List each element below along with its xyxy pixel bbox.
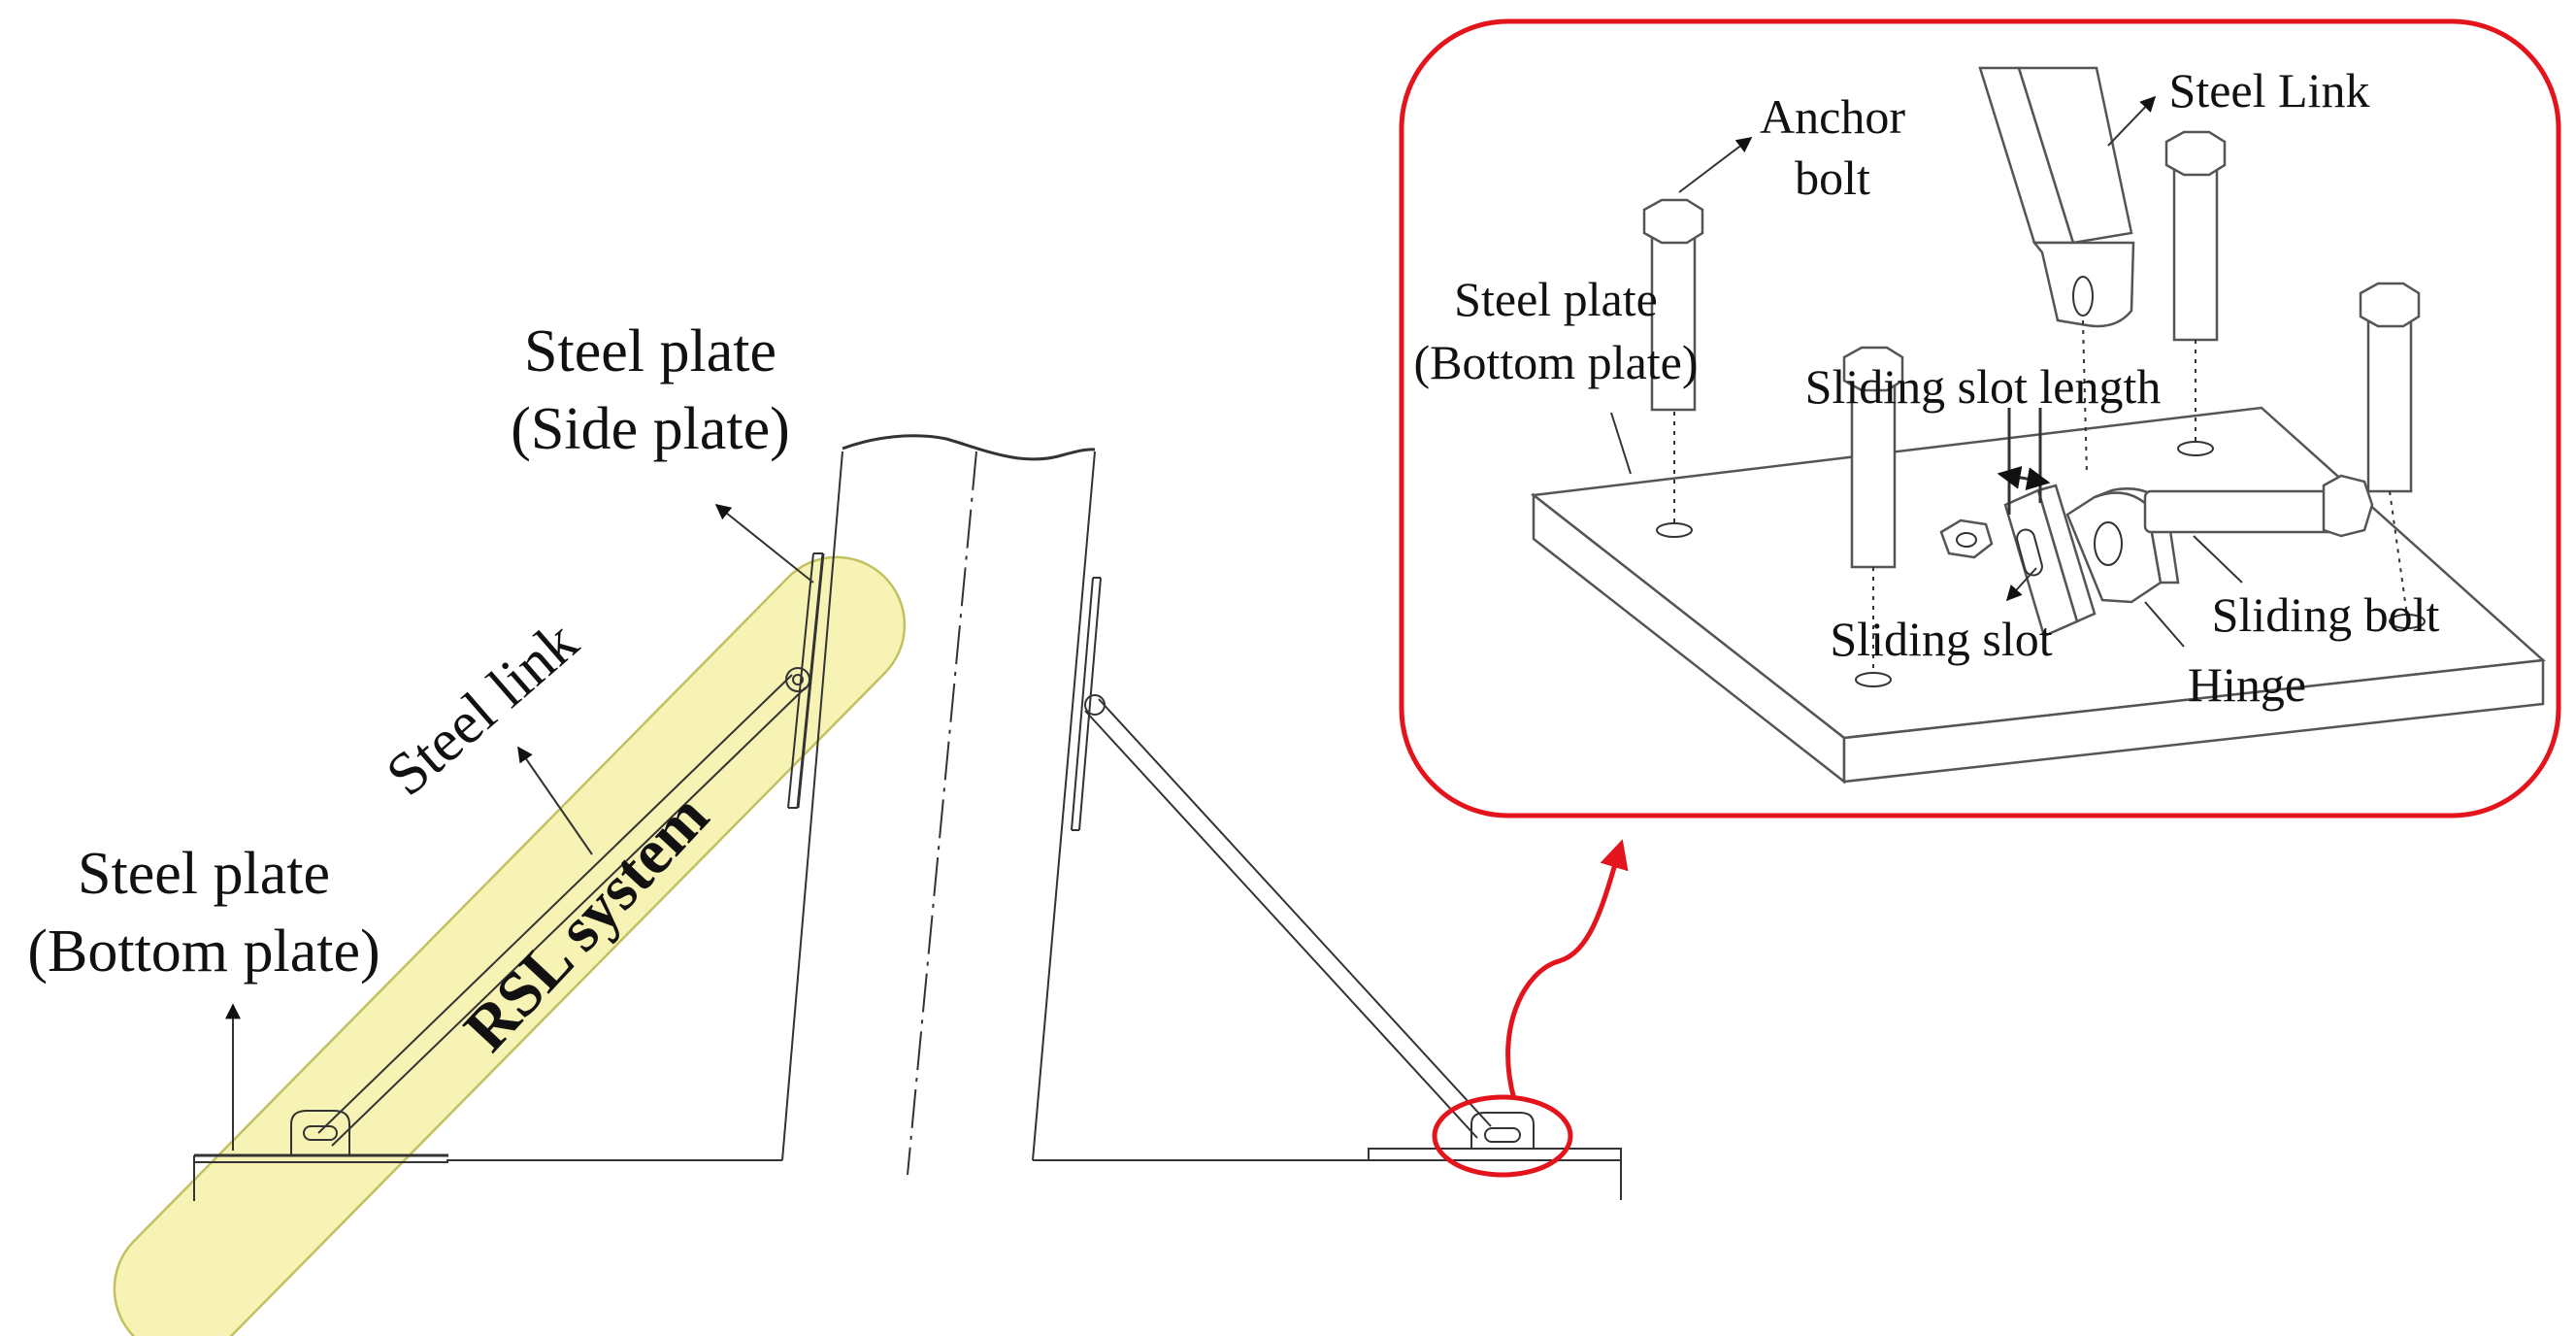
break-line [842,434,1096,461]
anchor-bolt-2 [1842,346,1904,674]
steel-link-leader [2107,95,2157,147]
callout-arrow [1505,839,1629,1100]
steel-link-label: Steel link [375,609,591,809]
center-line [907,451,977,1176]
detail-steel-link-label: Steel Link [2169,63,2370,117]
side-plate-arrow [714,504,814,584]
detail-steel-link [1978,66,2135,477]
bottom-plate-label-line1: Steel plate [78,841,330,907]
detail-bottom-plate-label-line1: Steel plate [1454,272,1658,326]
detail-view: Anchor bolt Steel Link Steel plate (Bott… [1399,18,2561,818]
sliding-slot-leader [2005,567,2037,602]
anchor-bolt-label-line2: bolt [1795,150,1870,205]
bottom-plate-leader [1610,412,1632,475]
hinge-label: Hinge [2188,657,2306,712]
side-plate-label-line1: Steel plate [524,318,776,384]
detail-bottom-plate-label-line2: (Bottom plate) [1414,335,1699,389]
bottom-plate-label-line2: (Bottom plate) [27,918,380,985]
callout-ellipse [1432,1094,1573,1178]
sliding-slot-label: Sliding slot [1830,612,2052,666]
sliding-bolt-leader [2193,535,2243,584]
main-view: Steel plate (Side plate) Steel link Stee… [27,318,1629,1336]
anchor-bolt-1 [1642,198,1704,524]
anchor-bolt-4 [2359,282,2421,617]
sliding-slot-length-label: Sliding slot length [1805,359,2162,414]
anchor-bolt-label-line1: Anchor [1760,89,1905,144]
side-plate-label-line2: (Side plate) [511,396,790,462]
anchor-bolt-3 [2164,130,2227,443]
anchor-bolt-leader [1678,137,1753,193]
hinge-leader [2144,601,2185,648]
steel-link-arrow [517,746,593,855]
right-column [1032,451,1622,1200]
left-column [193,451,843,1201]
detail-hinge-assembly [1939,408,2374,638]
sliding-bolt-label: Sliding bolt [2212,587,2440,642]
